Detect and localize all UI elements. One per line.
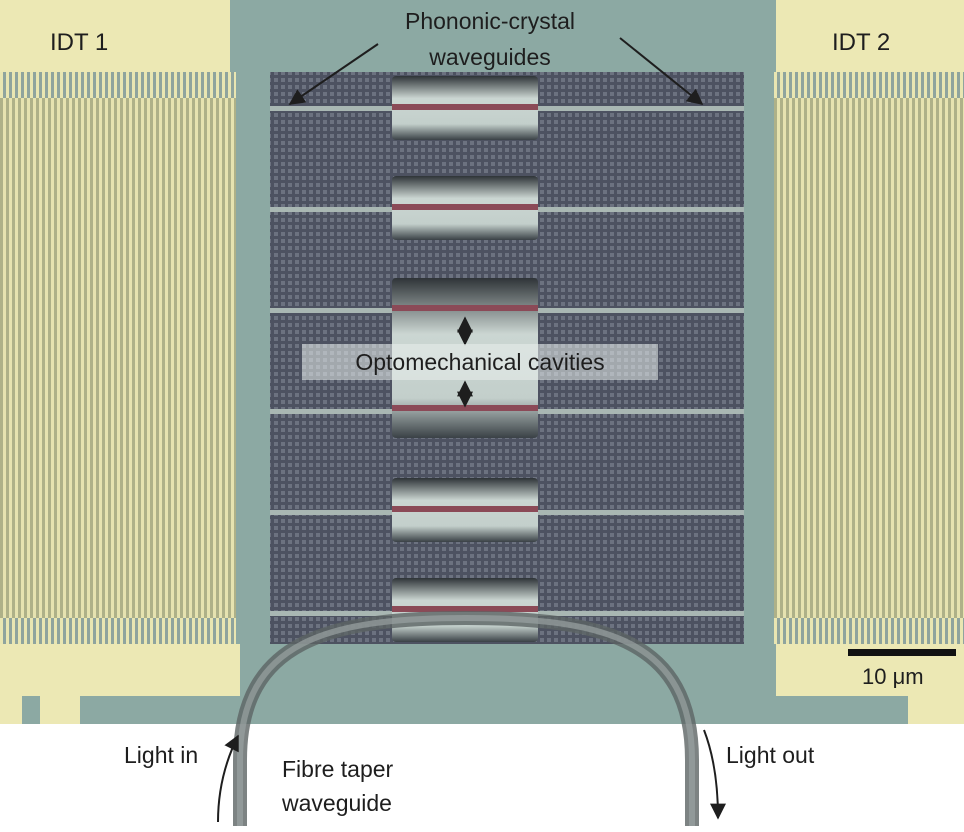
fibre-label-line1: Fibre taper [282,756,394,782]
curved-arrow-icon [703,729,726,820]
arrow-icon [619,37,704,106]
fibre-label-line2: waveguide [282,790,392,816]
idt-2-label: IDT 2 [832,29,891,56]
idt-1-label: IDT 1 [50,29,109,56]
light-in-label: Light in [124,742,199,768]
idt-left [0,0,240,724]
phononic-label-line1: Phononic-crystal [404,8,576,34]
scale-label: 10 μm [862,664,924,689]
scale-bar [848,649,956,656]
idt-right [774,0,964,724]
cavities-label: Optomechanical cavities [355,349,605,375]
curved-arrow-icon [217,734,239,823]
arrow-icon [288,43,379,105]
phononic-label-line2: waveguides [429,44,551,70]
light-out-label: Light out [726,742,815,768]
